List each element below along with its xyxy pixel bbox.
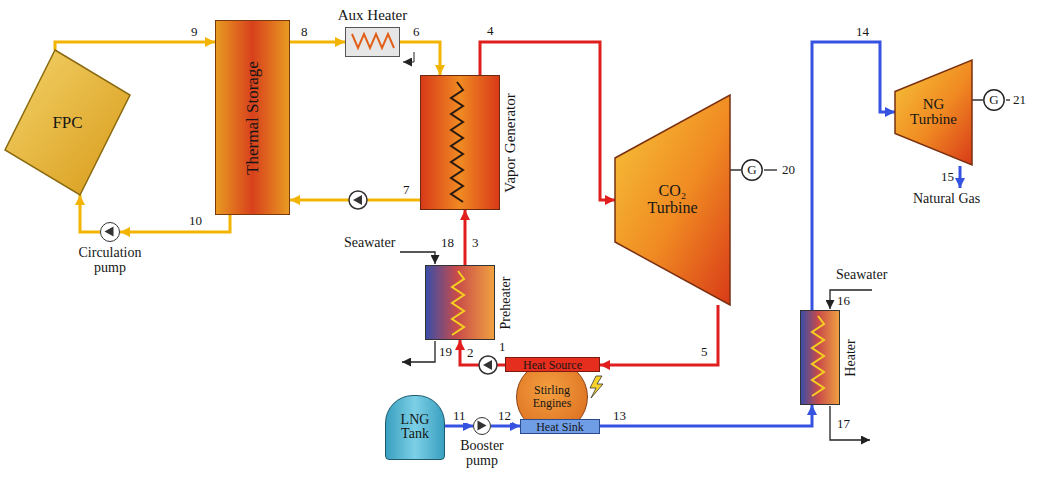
- node-label: Aux Heater: [338, 8, 408, 24]
- state-number: 9: [190, 25, 199, 39]
- shaft-line: [972, 99, 983, 100]
- state-number: 3: [471, 236, 480, 250]
- seawater-line: [830, 406, 870, 440]
- power-line: [1006, 99, 1010, 100]
- state-number: 10: [188, 214, 203, 228]
- coil: [421, 76, 501, 211]
- gas-outlet: [959, 166, 962, 188]
- coil: [801, 311, 841, 406]
- node-label: Heat Sink: [536, 420, 584, 433]
- node-label: Thermal Storage: [244, 61, 262, 175]
- state-number: 15: [940, 170, 955, 184]
- aux-heater: Aux Heater: [345, 27, 400, 57]
- vapor-generator: Vapor Generator: [420, 75, 500, 210]
- state-number: 16: [836, 294, 851, 308]
- flow-line: [600, 305, 718, 365]
- node-label: Vapor Generator: [503, 93, 519, 193]
- pump: Circulation pump: [100, 222, 120, 242]
- flow-line: [55, 42, 215, 50]
- generator: G: [983, 89, 1005, 111]
- state-number: 2: [466, 346, 475, 360]
- stream-label: Seawater: [835, 268, 888, 283]
- pump-arrow: [101, 223, 121, 243]
- seawater-line: [402, 341, 435, 362]
- state-number: 7: [402, 183, 411, 197]
- node-label: NG Turbine: [905, 97, 963, 129]
- coil: [426, 266, 496, 341]
- node-label: Stirling Engines: [522, 384, 582, 409]
- node-label: G: [989, 93, 998, 107]
- node-label: LNG Tank: [388, 413, 442, 442]
- heat-exchanger: Preheater: [425, 265, 495, 340]
- state-number: 13: [612, 409, 627, 423]
- collector-panel: FPC: [5, 50, 130, 195]
- state-number: 4: [486, 24, 495, 38]
- node-label: Heat Source: [523, 358, 582, 371]
- state-number: 19: [438, 345, 453, 359]
- state-number: 21: [1012, 93, 1027, 107]
- flow-line: [480, 42, 615, 200]
- turbine: NG Turbine: [895, 60, 972, 165]
- node-label: Circulation pump: [71, 246, 149, 275]
- node-label: G: [747, 163, 756, 177]
- state-number: 14: [855, 25, 870, 39]
- turbine: CO₂ Turbine: [615, 95, 730, 305]
- heat-sink: Heat Sink: [520, 419, 600, 434]
- node-label: FPC: [52, 114, 82, 132]
- pump: Booster pump: [473, 417, 491, 435]
- state-number: 6: [412, 25, 421, 39]
- node-label: CO₂ Turbine: [638, 183, 708, 217]
- flow-line: [445, 425, 473, 428]
- generator: G: [741, 159, 763, 181]
- flow-line: [491, 425, 520, 428]
- heat-exchanger: Heater: [800, 310, 840, 405]
- storage-tank: Thermal Storage: [215, 20, 290, 215]
- stream-label: Natural Gas: [912, 192, 981, 207]
- flow-line: [400, 42, 440, 75]
- state-number: 8: [300, 25, 309, 39]
- stream-label: Seawater: [343, 236, 396, 251]
- flow-line: [120, 215, 230, 232]
- flow-line: [464, 210, 467, 265]
- pump-arrow: [474, 418, 492, 436]
- state-number: 1: [498, 340, 507, 354]
- state-number: 20: [781, 163, 796, 177]
- state-number: 11: [452, 409, 467, 423]
- flow-line: [290, 41, 345, 44]
- control-arrow: [403, 52, 414, 62]
- node-label: Booster pump: [452, 439, 512, 468]
- lightning-symbol: [590, 376, 603, 398]
- flow-line: [80, 195, 100, 232]
- state-number: 17: [836, 417, 851, 431]
- lng-tank: LNG Tank: [385, 395, 445, 460]
- flow-line: [812, 42, 895, 310]
- pump-symbol: [479, 356, 497, 374]
- node-label: Preheater: [499, 276, 514, 329]
- heating-coil: [346, 28, 401, 58]
- pump-symbol: [349, 191, 367, 209]
- heat-source: Heat Source: [505, 357, 600, 372]
- state-number: 12: [497, 409, 512, 423]
- seawater-line: [400, 252, 435, 264]
- state-number: 18: [440, 236, 455, 250]
- flow-line: [600, 405, 812, 426]
- power-line: [764, 169, 777, 170]
- seawater-line: [830, 290, 872, 309]
- shaft-line: [730, 169, 741, 170]
- node-label: Heater: [844, 339, 859, 376]
- state-number: 5: [700, 345, 709, 359]
